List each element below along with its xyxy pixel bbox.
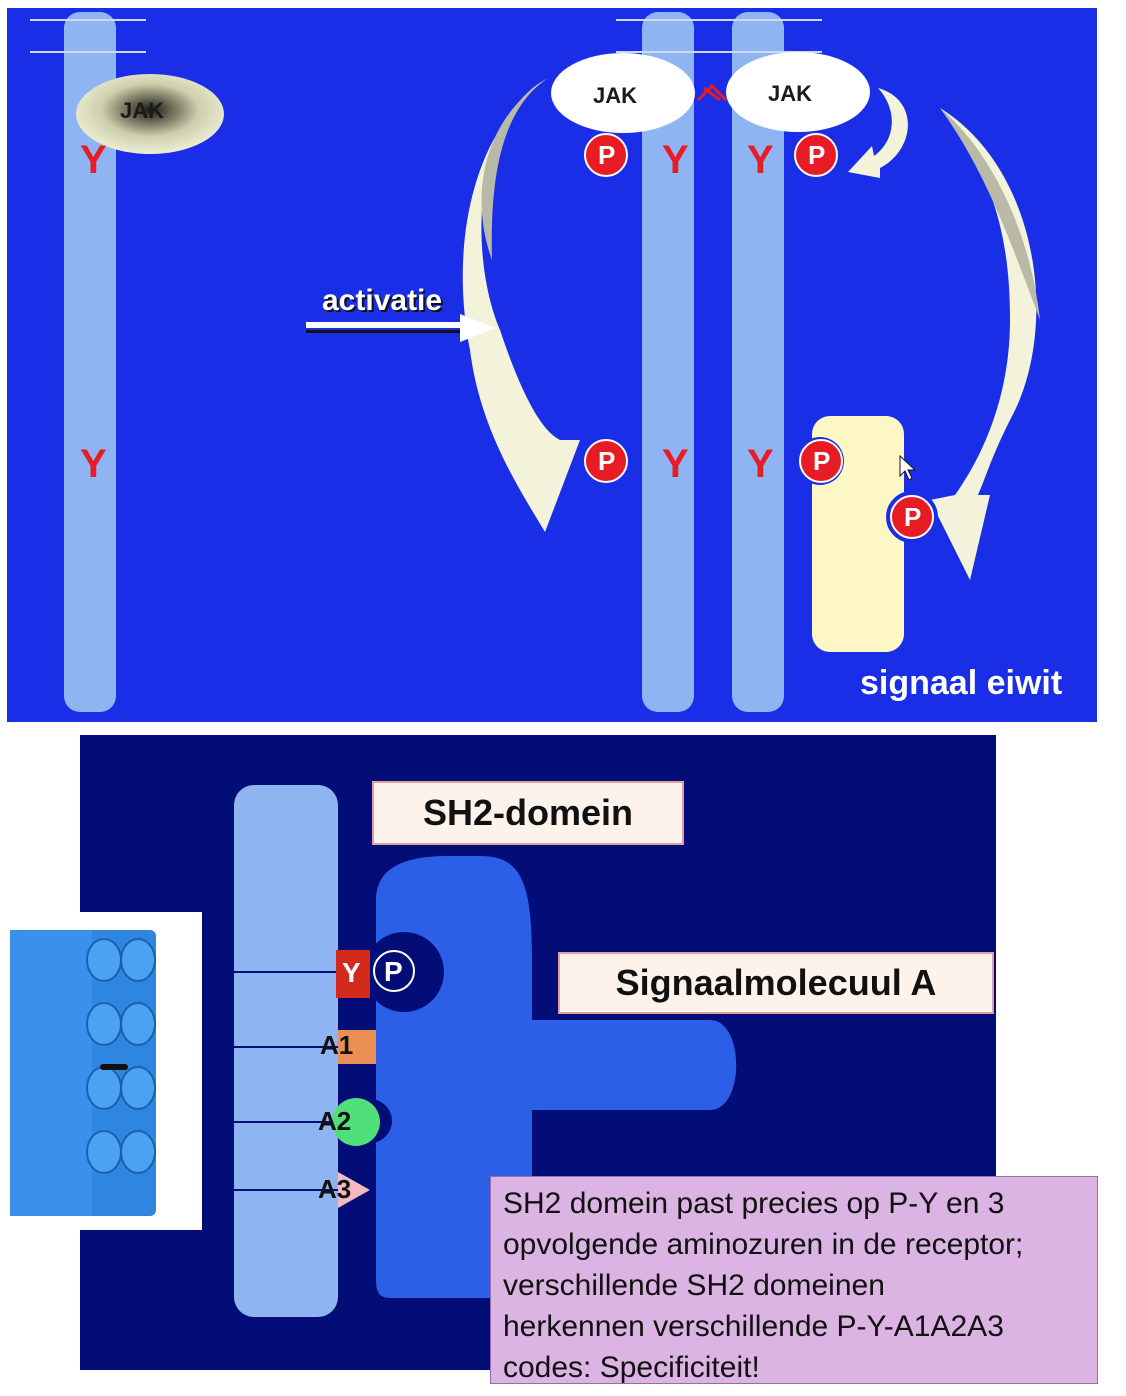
- activation-arrow: [306, 314, 496, 342]
- tyrosine-label: Y: [80, 442, 107, 486]
- tyrosine-site-box: [336, 950, 370, 998]
- note-line: codes: Specificiteit!: [503, 1351, 760, 1384]
- site-p-label: P: [384, 956, 403, 987]
- note-line: opvolgende aminozuren in de receptor;: [503, 1228, 1024, 1261]
- jak-pair-oval-left: [551, 53, 695, 133]
- small-curved-arrow: [848, 88, 908, 178]
- left-curved-arrow: [462, 78, 580, 532]
- signal-molecule-text: Signaalmolecuul A: [615, 962, 937, 1003]
- tyrosine-label: Y: [662, 138, 689, 182]
- jak-pair-right-label: JAK: [768, 81, 813, 106]
- jak-pair-left-label: JAK: [593, 83, 638, 108]
- phospho-label: P: [808, 140, 826, 170]
- specificity-note: SH2 domein past precies op P-Y en 3 opvo…: [490, 1176, 1098, 1384]
- note-line: herkennen verschillende P-Y-A1A2A3: [503, 1310, 1004, 1343]
- site-a3-label: A3: [318, 1174, 352, 1204]
- tyrosine-label: Y: [747, 138, 774, 182]
- site-y-label: Y: [342, 957, 361, 988]
- receptor-dimer: [616, 12, 822, 712]
- phospho-label: P: [813, 446, 831, 476]
- activation-label: activatie: [322, 284, 443, 317]
- jak-pair-oval-right: [726, 52, 870, 132]
- a1-site-shape: [338, 1030, 376, 1064]
- receptor-bar-bottom: [234, 785, 338, 1317]
- note-line: SH2 domein past precies op P-Y en 3: [503, 1187, 1005, 1220]
- signal-molecule-label: Signaalmolecuul A: [558, 952, 994, 1014]
- jak-left-label: JAK: [120, 98, 165, 123]
- site-a2-label: A2: [318, 1106, 352, 1136]
- receptor-site-lines: [234, 971, 345, 1191]
- mouse-cursor-icon: [899, 454, 917, 481]
- jak-cross-phosphorylation-mark: [696, 83, 728, 102]
- phospho-label: P: [598, 140, 616, 170]
- receptor-left: [30, 12, 146, 712]
- a3-site-shape: [338, 1172, 370, 1208]
- phospho-label: P: [904, 502, 922, 532]
- phospho-label: P: [598, 446, 616, 476]
- phospho-circles: [584, 133, 938, 543]
- tyrosine-label: Y: [747, 442, 774, 486]
- jak-left-oval: [76, 74, 224, 154]
- note-line: verschillende SH2 domeinen: [503, 1269, 885, 1302]
- lego-brick-icon: [10, 930, 156, 1216]
- sh2-domain-text: SH2-domein: [422, 792, 634, 833]
- tyrosine-label: Y: [80, 138, 107, 182]
- site-a1-label: A1: [320, 1030, 354, 1060]
- signal-protein-label: signaal eiwit: [860, 664, 1063, 702]
- lego-brick-image: [0, 912, 202, 1230]
- tyrosine-label: Y: [662, 442, 689, 486]
- sh2-domain-label: SH2-domein: [372, 781, 684, 845]
- a2-site-shape: [332, 1098, 380, 1146]
- left-curved-arrow-shadow: [481, 78, 548, 260]
- phospho-site-circle: [373, 950, 415, 992]
